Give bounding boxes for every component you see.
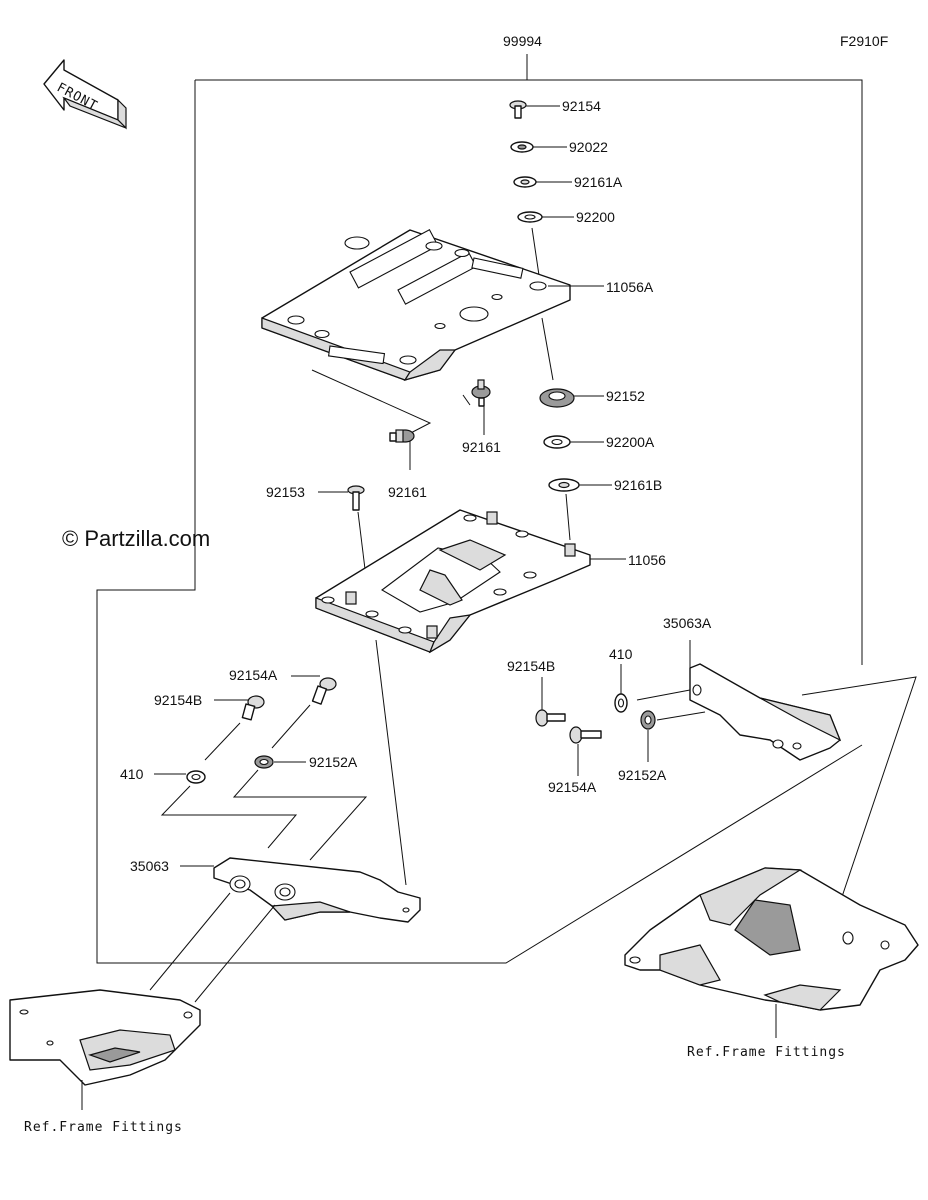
front-arrow-icon: FRONT [43,59,127,130]
part-label-92161-lower[interactable]: 92161 [388,484,427,500]
part-35063A-right-bracket[interactable]: 35063A [636,615,842,761]
part-label-92153[interactable]: 92153 [266,484,305,500]
part-label-92152[interactable]: 92152 [606,388,645,404]
part-label-92161-upper[interactable]: 92161 [462,439,501,455]
right-frame-reference-label: Ref.Frame Fittings [687,1045,846,1060]
part-92152[interactable]: 92152 [539,317,645,408]
assembly-number-label: 99994 [503,33,542,49]
part-92154B-right[interactable]: 92154B [507,658,566,727]
part-label-35063A[interactable]: 35063A [663,615,712,631]
part-label-92200A[interactable]: 92200A [606,434,655,450]
part-label-92154A-right[interactable]: 92154A [548,779,597,795]
part-label-92154B-left[interactable]: 92154B [154,692,202,708]
part-92154A-right[interactable]: 92154A [548,726,602,795]
copyright-notice: © Partzilla.com [62,526,210,551]
part-92022[interactable]: 92022 [510,139,608,155]
part-label-92154B-right[interactable]: 92154B [507,658,555,674]
assembly-boundary [96,54,863,964]
part-92161A[interactable]: 92161A [513,174,623,190]
part-92154B-left[interactable]: 92154B [154,692,265,761]
part-35063-left-bracket[interactable]: 35063 [130,857,421,1003]
part-label-92152A-right[interactable]: 92152A [618,767,667,783]
part-92153[interactable]: 92153 [266,484,371,611]
part-92161-lower[interactable]: 92161 [388,429,427,500]
left-frame-reference-label: Ref.Frame Fittings [24,1120,183,1135]
part-label-410-left[interactable]: 410 [120,766,144,782]
part-410-right[interactable]: 410 [609,646,633,713]
part-11056A-carrier-plate[interactable]: 11056A [261,229,654,382]
part-92161B[interactable]: 92161B [548,477,662,541]
right-frame-fitting: Ref.Frame Fittings [624,867,919,1060]
part-label-92154A-left[interactable]: 92154A [229,667,278,683]
part-label-92022[interactable]: 92022 [569,139,608,155]
part-label-410-right[interactable]: 410 [609,646,633,662]
part-92152A-left[interactable]: 92152A [232,754,368,861]
part-92200A[interactable]: 92200A [543,434,655,450]
part-92154[interactable]: 92154 [509,98,601,119]
part-label-11056A[interactable]: 11056A [606,279,654,295]
part-label-92161B[interactable]: 92161B [614,477,662,493]
part-label-35063[interactable]: 35063 [130,858,169,874]
left-frame-fitting: Ref.Frame Fittings [9,989,201,1135]
part-label-11056[interactable]: 11056 [628,552,666,568]
part-410-left[interactable]: 410 [120,766,298,849]
part-92154A-left[interactable]: 92154A [229,667,337,749]
part-92200[interactable]: 92200 [517,209,615,283]
diagram-code-label: F2910F [840,33,888,49]
part-label-92161A[interactable]: 92161A [574,174,623,190]
part-label-92200[interactable]: 92200 [576,209,615,225]
part-92152A-right[interactable]: 92152A [618,710,667,783]
part-92161-upper[interactable]: 92161 [462,379,501,455]
part-label-92154[interactable]: 92154 [562,98,601,114]
part-11056-base-plate[interactable]: 11056 [315,509,666,654]
part-label-92152A-left[interactable]: 92152A [309,754,358,770]
